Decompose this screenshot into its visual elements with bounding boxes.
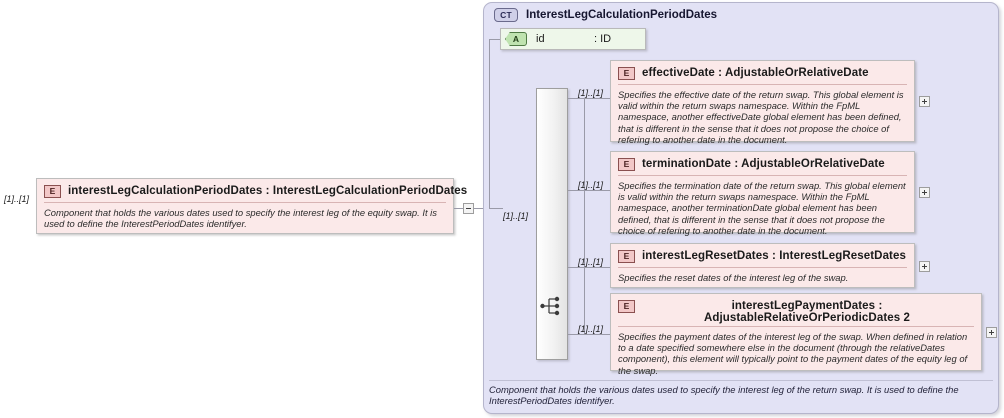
sequence-cardinality-label: [1]..[1] — [503, 211, 529, 221]
child-documentation-area-3: Specifies the payment dates of the inter… — [618, 326, 974, 381]
attribute-row-id[interactable]: A id : ID — [500, 28, 646, 50]
child-documentation-area-2: Specifies the reset dates of the interes… — [618, 267, 907, 288]
complextype-title: InterestLegCalculationPeriodDates — [526, 9, 718, 21]
child-header-3: E interestLegPaymentDates : AdjustableRe… — [611, 294, 981, 326]
root-element-title: interestLegCalculationPeriodDates : Inte… — [68, 185, 468, 197]
complextype-badge-icon: CT — [494, 8, 518, 22]
root-element-documentation-area: Component that holds the various dates u… — [44, 202, 446, 234]
attribute-type: : ID — [594, 33, 612, 45]
child-documentation-3: Specifies the payment dates of the inter… — [618, 331, 968, 376]
sequence-icon — [540, 296, 560, 316]
child-expand-toggle-1[interactable] — [919, 187, 930, 198]
child-element-box-termination-date[interactable]: E terminationDate : AdjustableOrRelative… — [610, 151, 915, 236]
child-cardinality-1: [1]..[1] — [578, 180, 604, 190]
child-connector-3 — [568, 334, 610, 335]
child-documentation-2: Specifies the reset dates of the interes… — [618, 272, 849, 283]
element-badge-icon: E — [44, 185, 61, 198]
element-badge-icon: E — [618, 158, 635, 171]
child-connector-0 — [568, 98, 610, 99]
child-header-1: E terminationDate : AdjustableOrRelative… — [611, 152, 914, 175]
child-connector-1 — [568, 190, 610, 191]
sequence-trunk-vertical — [584, 98, 585, 334]
child-header-2: E interestLegResetDates : InterestLegRes… — [611, 244, 914, 267]
complextype-footer-divider — [489, 380, 993, 381]
root-collapse-toggle-button[interactable] — [463, 203, 474, 214]
child-documentation-area-1: Specifies the termination date of the re… — [618, 175, 907, 241]
root-element-header: E interestLegCalculationPeriodDates : In… — [37, 179, 467, 202]
child-documentation-1: Specifies the termination date of the re… — [618, 180, 906, 236]
attribute-badge-icon: A — [505, 32, 527, 46]
child-element-box-effective-date[interactable]: E effectiveDate : AdjustableOrRelativeDa… — [610, 60, 915, 145]
child-element-box-interest-leg-payment-dates[interactable]: E interestLegPaymentDates : AdjustableRe… — [610, 293, 982, 376]
child-documentation-area-0: Specifies the effective date of the retu… — [618, 84, 907, 150]
child-title-0: effectiveDate : AdjustableOrRelativeDate — [642, 67, 869, 79]
root-to-complextype-connector-2 — [474, 208, 488, 209]
element-badge-icon: E — [618, 67, 635, 80]
child-expand-toggle-3[interactable] — [986, 327, 997, 338]
child-documentation-0: Specifies the effective date of the retu… — [618, 89, 904, 145]
child-title-3: interestLegPaymentDates : AdjustableRela… — [703, 300, 911, 324]
child-header-0: E effectiveDate : AdjustableOrRelativeDa… — [611, 61, 914, 84]
child-cardinality-3: [1]..[1] — [578, 324, 604, 334]
element-badge-icon: E — [618, 300, 635, 313]
attribute-name: id — [536, 33, 545, 45]
attribute-branch-line — [489, 39, 500, 40]
element-badge-icon: E — [618, 250, 635, 263]
complextype-branch-vertical — [489, 39, 490, 209]
child-cardinality-2: [1]..[1] — [578, 257, 604, 267]
root-element-documentation: Component that holds the various dates u… — [44, 207, 437, 230]
child-connector-2 — [568, 267, 610, 268]
child-title-2: interestLegResetDates : InterestLegReset… — [642, 250, 906, 262]
root-cardinality-label: [1]..[1] — [4, 194, 30, 204]
sequence-branch-line — [489, 208, 503, 209]
root-to-complextype-connector — [454, 208, 463, 209]
complextype-documentation: Component that holds the various dates u… — [489, 384, 959, 407]
sequence-compositor-box[interactable] — [536, 88, 568, 360]
child-element-box-interest-leg-reset-dates[interactable]: E interestLegResetDates : InterestLegRes… — [610, 243, 915, 288]
child-expand-toggle-2[interactable] — [919, 261, 930, 272]
child-title-1: terminationDate : AdjustableOrRelativeDa… — [642, 158, 885, 170]
complextype-title-row: CT InterestLegCalculationPeriodDates — [494, 8, 717, 22]
child-expand-toggle-0[interactable] — [919, 96, 930, 107]
root-element-box[interactable]: E interestLegCalculationPeriodDates : In… — [36, 178, 467, 234]
child-cardinality-0: [1]..[1] — [578, 88, 604, 98]
